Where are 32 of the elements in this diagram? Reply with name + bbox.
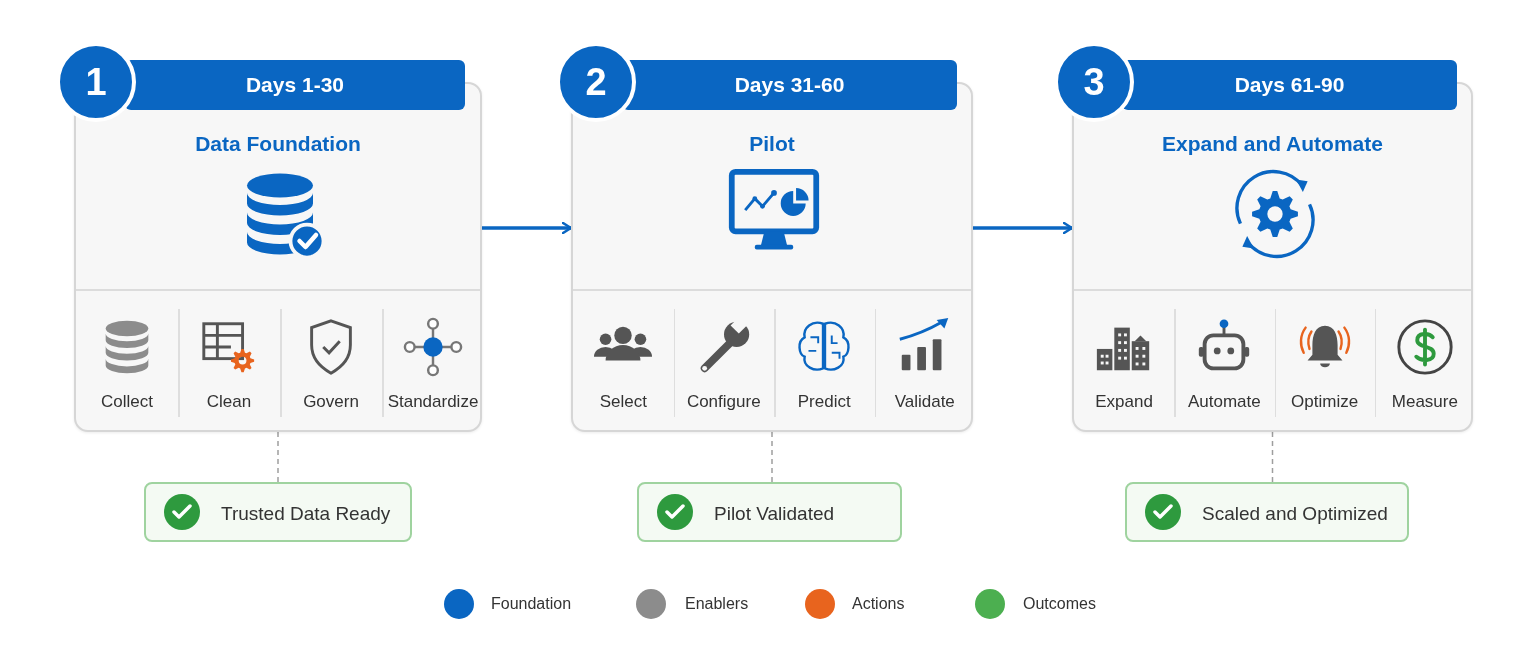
days-header-bar: Days 1-30 (125, 60, 465, 110)
legend-label: Outcomes (1023, 595, 1096, 613)
step-label: Predict (796, 392, 852, 412)
outcome-box (144, 482, 412, 542)
step-label: Standardize (386, 392, 480, 412)
phase-title: Pilot (748, 132, 796, 156)
outcome-label: Trusted Data Ready (221, 503, 391, 525)
outcome-label: Pilot Validated (714, 503, 835, 525)
step-label: Measure (1390, 392, 1459, 412)
step-label: Select (598, 392, 648, 412)
outcome-box (1125, 482, 1409, 542)
dashed-connector (1271, 431, 1274, 483)
legend-label: Enablers (685, 595, 749, 613)
step-label: Configure (685, 392, 762, 412)
step-label: Collect (100, 392, 154, 412)
dashed-connector (277, 431, 279, 483)
outcome-box (637, 482, 902, 542)
arrow (973, 221, 1074, 235)
step-label: Clean (205, 392, 253, 412)
arrow (482, 221, 573, 235)
phase-title: Expand and Automate (1161, 132, 1384, 156)
step-label: Govern (302, 392, 360, 412)
legend-label: Foundation (491, 595, 572, 613)
outcome-label: Scaled and Optimized (1202, 503, 1388, 525)
dashed-connector (771, 431, 773, 483)
step-label: Expand (1094, 392, 1154, 412)
step-label: Automate (1187, 392, 1262, 412)
legend-label: Actions (852, 595, 905, 613)
phase-title: Data Foundation (194, 132, 362, 156)
days-header-bar: Days 61-90 (1122, 60, 1457, 110)
step-label: Optimize (1290, 392, 1360, 412)
step-label: Validate (893, 392, 956, 412)
